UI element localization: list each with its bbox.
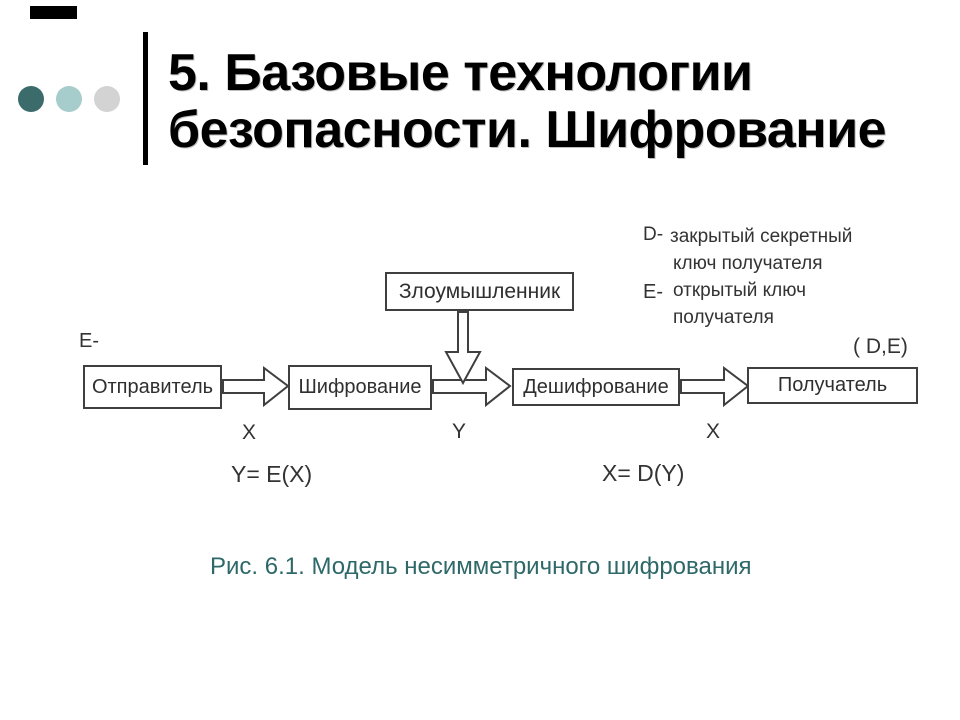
legend-d-line1: закрытый секретный (670, 226, 853, 247)
arrow-attacker-down (444, 311, 482, 386)
label-x-decrypted: X (706, 420, 721, 443)
box-sender: Отправитель (83, 365, 222, 409)
legend-e-prefix: E- (643, 281, 663, 303)
label-y-ciphertext: Y (452, 420, 467, 443)
arrow-decrypt-to-receiver (680, 366, 750, 408)
box-receiver: Получатель (747, 367, 918, 404)
slide-title: 5. Базовые технологии безопасности. Шифр… (168, 45, 938, 159)
decor-dot-gray (94, 86, 120, 112)
slide-title-line1: 5. Базовые технологии (168, 44, 753, 102)
box-decryption: Дешифрование (512, 368, 680, 406)
box-attacker: Злоумышленник (385, 272, 574, 311)
decor-dot-dark-teal (18, 86, 44, 112)
arrow-sender-to-encrypt (222, 366, 290, 408)
legend-d-prefix: D- (643, 224, 664, 245)
legend-d-line2: ключ получателя (673, 253, 823, 274)
diagram-arrows (222, 311, 750, 408)
box-encryption: Шифрование (288, 365, 432, 410)
label-sender-public-key: E- (79, 330, 99, 352)
encryption-model-diagram: Злоумышленник Отправитель Шифрование Деш… (0, 200, 960, 530)
decor-dot-light-teal (56, 86, 82, 112)
top-left-dash (30, 6, 77, 19)
label-receiver-keys: ( D,E) (853, 335, 908, 358)
figure-caption: Рис. 6.1. Модель несимметричного шифрова… (210, 553, 752, 580)
label-x-plaintext: X (242, 421, 257, 444)
legend-lines: закрытый секретный ключ получателя откры… (670, 223, 852, 331)
slide-title-line2: безопасности. Шифрование (168, 101, 887, 159)
title-vertical-rule (143, 32, 148, 165)
legend-e-line1: открытый ключ (673, 280, 806, 301)
arrow-encrypt-to-decrypt (432, 366, 512, 408)
label-formula-decrypt: X= D(Y) (602, 460, 685, 486)
label-formula-encrypt: Y= E(X) (231, 461, 313, 487)
legend-e-line2: получателя (673, 307, 774, 328)
